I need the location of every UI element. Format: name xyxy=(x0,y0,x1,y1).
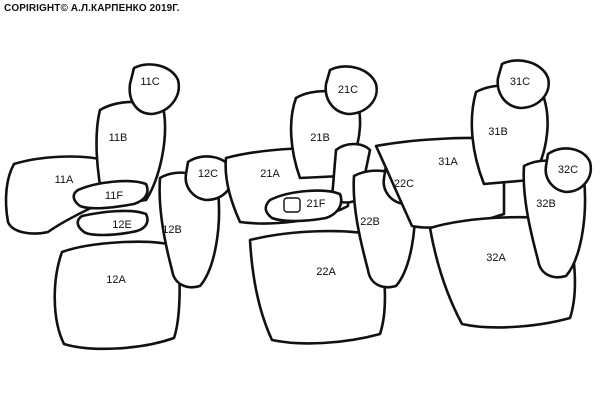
panel-12C-shape xyxy=(184,155,235,202)
label-22B: 22B xyxy=(360,216,380,228)
label-22C: 22C xyxy=(394,178,414,190)
seat-group-1 xyxy=(4,63,235,351)
cupholder-mark xyxy=(283,197,301,213)
label-32B: 32B xyxy=(536,198,556,210)
label-21F: 21F xyxy=(307,198,326,210)
panel-31C-shape xyxy=(496,59,550,110)
label-32C: 32C xyxy=(558,164,578,176)
panel-11F-shape xyxy=(72,179,149,210)
panel-12A-shape xyxy=(53,240,181,351)
panel-11C-shape xyxy=(128,63,181,116)
label-11B: 11B xyxy=(109,132,128,144)
label-31B: 31B xyxy=(488,126,508,138)
label-11F: 11F xyxy=(105,190,123,202)
label-31A: 31A xyxy=(438,156,458,168)
panel-11A-shape xyxy=(4,155,110,235)
label-22A: 22A xyxy=(316,266,336,278)
label-12C: 12C xyxy=(198,168,218,180)
label-12B: 12B xyxy=(162,224,182,236)
label-12A: 12A xyxy=(106,274,126,286)
label-21C: 21C xyxy=(338,84,358,96)
panel-32C-shape xyxy=(544,147,593,194)
label-11A: 11A xyxy=(55,174,74,186)
label-21A: 21A xyxy=(260,168,280,180)
seat-group-3 xyxy=(374,59,593,329)
label-31C: 31C xyxy=(510,76,530,88)
panel-labels: 11C 11B 11A 11F 12E 12C 12B 12A 21C 21B … xyxy=(55,76,579,286)
label-11C: 11C xyxy=(140,76,159,88)
panel-12E-shape xyxy=(76,209,149,237)
panel-21C-shape xyxy=(324,65,378,116)
label-21B: 21B xyxy=(310,132,330,144)
label-32A: 32A xyxy=(486,252,506,264)
seat-group-2 xyxy=(224,65,432,345)
panel-22A-shape xyxy=(248,229,387,345)
copyright-text: COPIRIGHT© А.Л.КАРПЕНКО 2019Г. xyxy=(4,3,180,14)
label-12E: 12E xyxy=(112,219,132,231)
